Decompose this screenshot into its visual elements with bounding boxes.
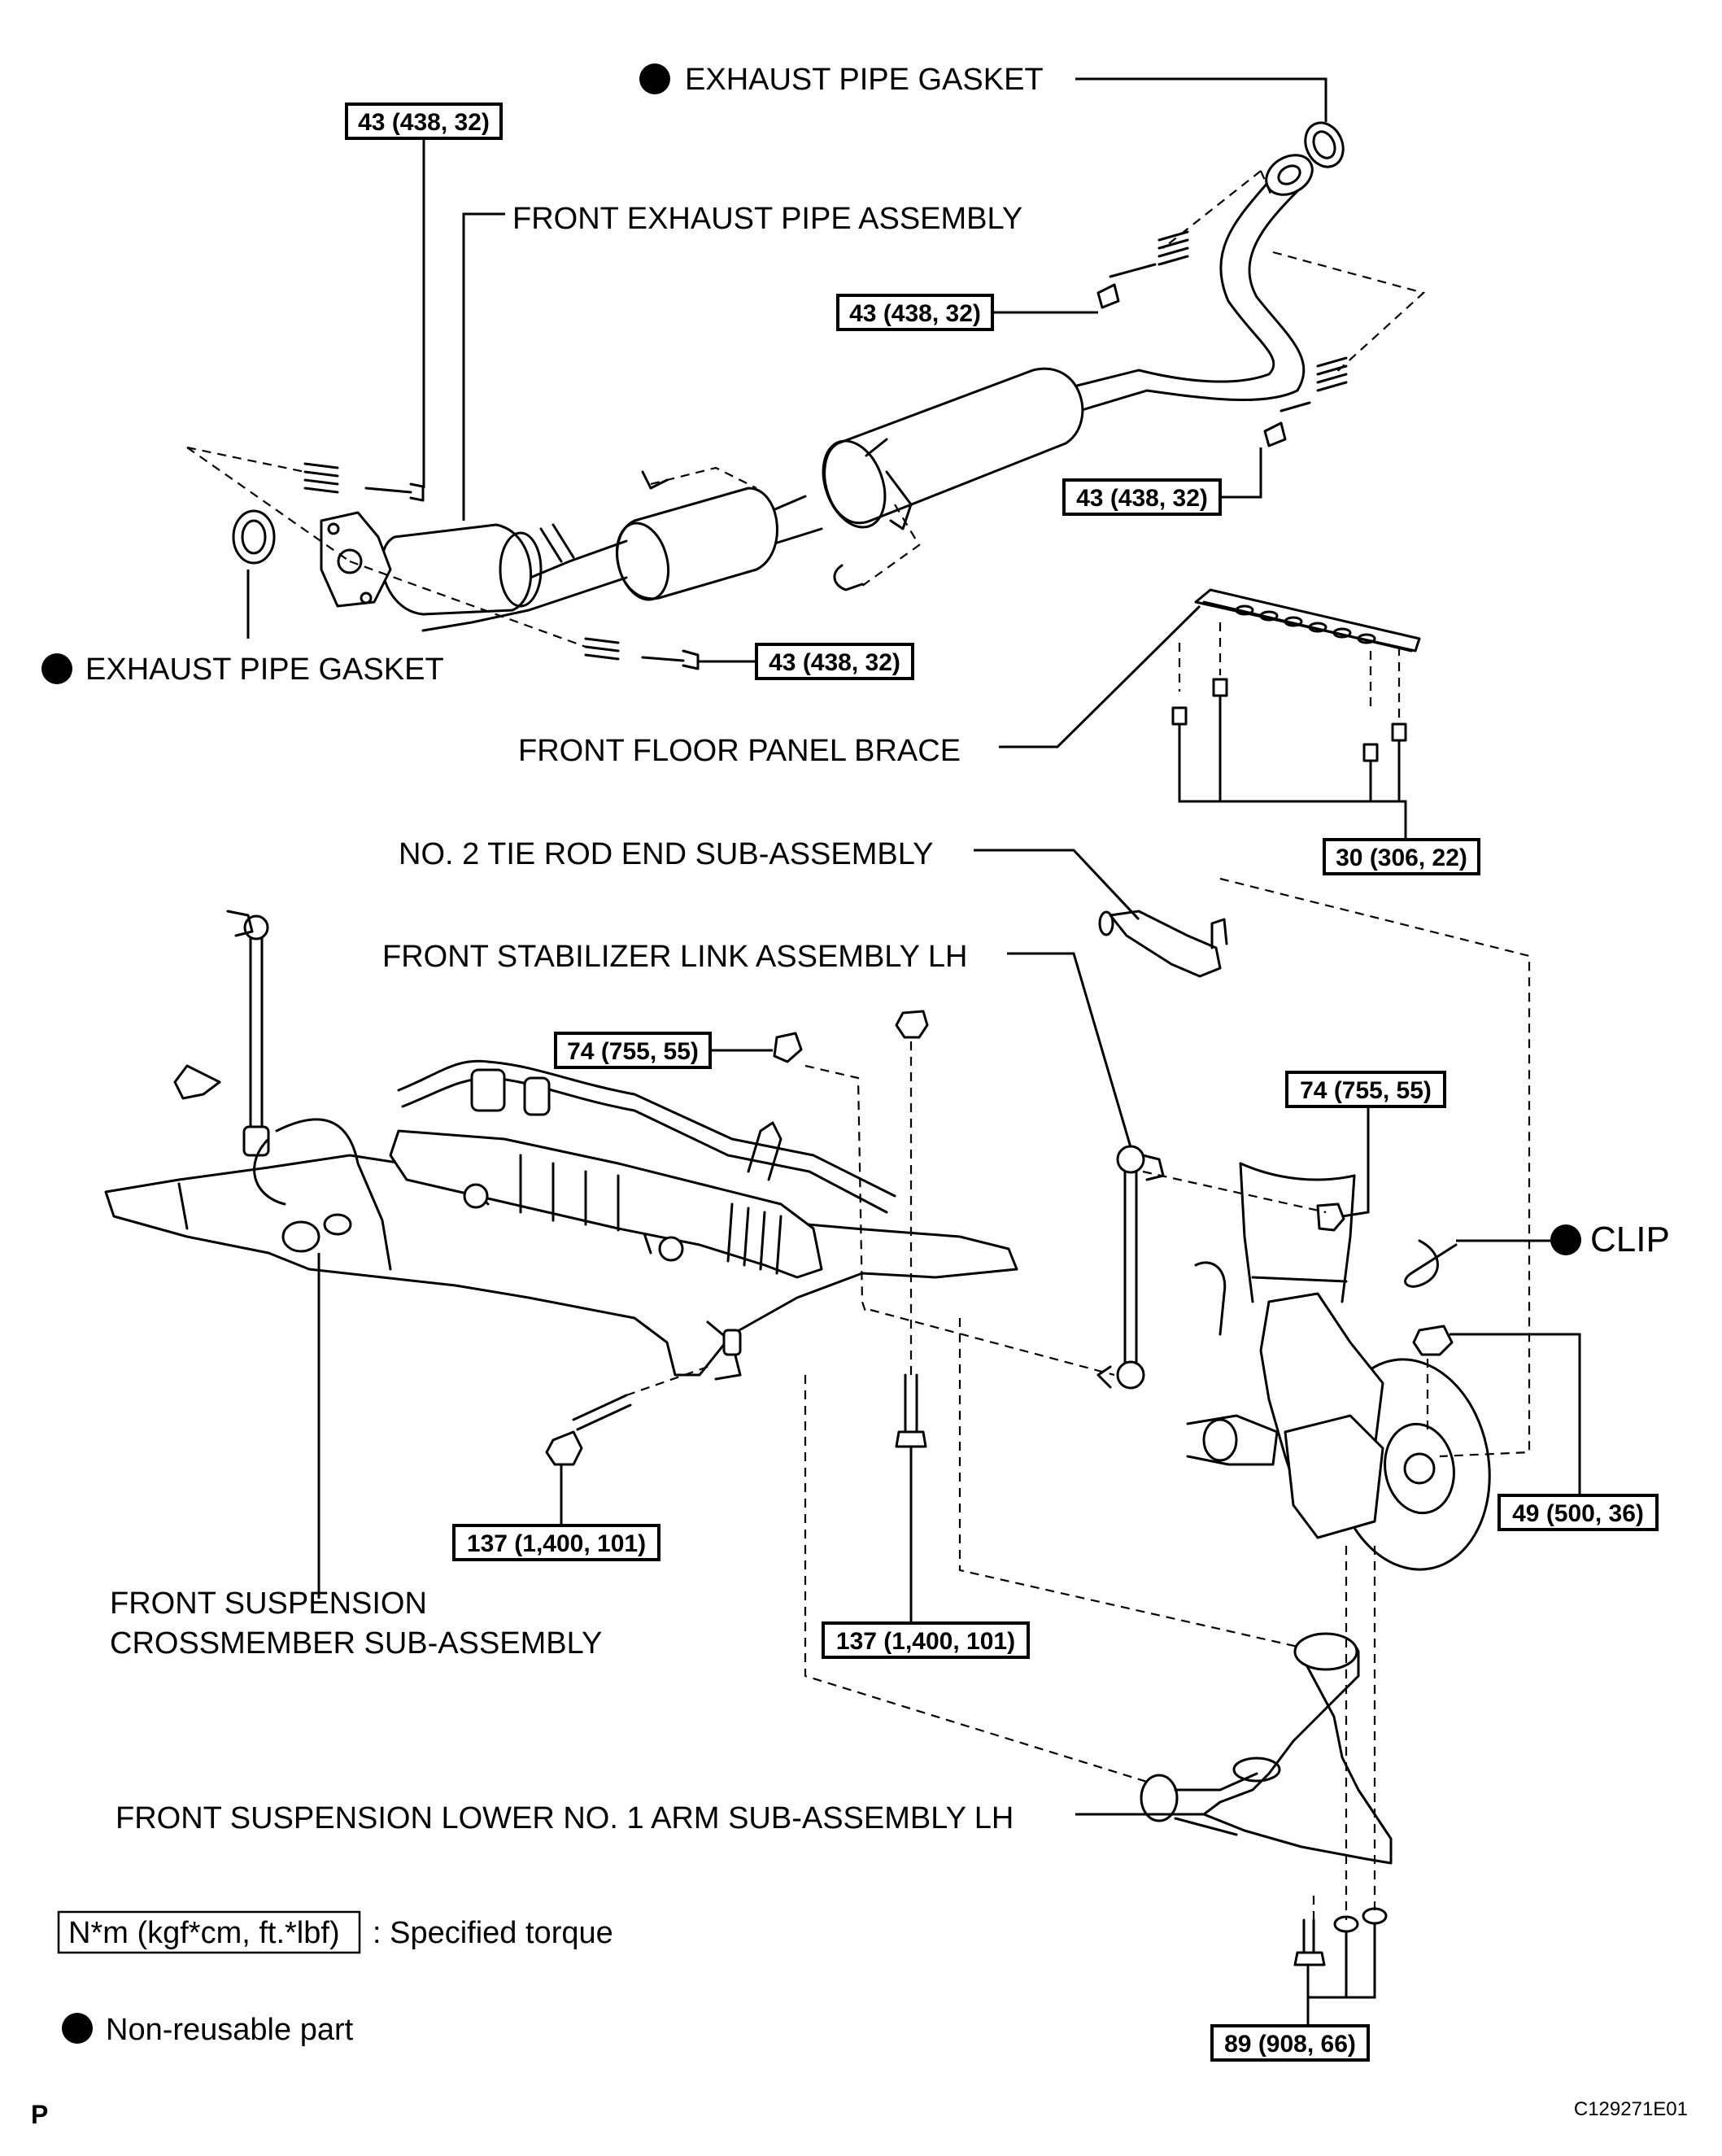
lower-arm-drawing	[1140, 1632, 1393, 1865]
torque-box-brace: 30 (306, 22)	[1323, 838, 1480, 875]
label-clip: CLIP	[1590, 1220, 1670, 1259]
torque-box-pipe-bottom: 43 (438, 32)	[755, 643, 914, 680]
torque-value: 89 (908, 66)	[1224, 2031, 1356, 2058]
torque-box-top-left: 43 (438, 32)	[345, 103, 503, 140]
torque-value: 49 (500, 36)	[1512, 1500, 1644, 1527]
callout-exhaust-gasket-top: EXHAUST PIPE GASKET	[639, 63, 1044, 97]
figure-code: C129271E01	[1574, 2098, 1688, 2120]
torque-value: 43 (438, 32)	[769, 649, 900, 676]
torque-box-knuckle: 49 (500, 36)	[1497, 1494, 1659, 1531]
torque-value: 43 (438, 32)	[1076, 485, 1208, 512]
stabilizer-link-left-drawing	[173, 910, 270, 1157]
label-stabilizer-link: FRONT STABILIZER LINK ASSEMBLY LH	[382, 940, 967, 974]
stabilizer-link-lh-drawing	[1096, 1145, 1165, 1390]
exhaust-alignment-lines	[186, 170, 1426, 648]
legend-nonreusable: Non-reusable part	[62, 2013, 354, 2047]
label-lower-arm: FRONT SUSPENSION LOWER NO. 1 ARM SUB-ASS…	[116, 1801, 1014, 1835]
legend-torque-text: : Specified torque	[373, 1916, 613, 1950]
torque-box-pipe-top: 43 (438, 32)	[836, 294, 994, 331]
castle-nut-drawing	[1412, 1325, 1454, 1356]
label-tie-rod-end: NO. 2 TIE ROD END SUB-ASSEMBLY	[399, 837, 933, 871]
crossmember-drawing	[104, 1059, 1018, 1381]
torque-value: 137 (1,400, 101)	[836, 1628, 1015, 1655]
knuckle-hub-drawing	[1186, 1162, 1491, 1571]
floor-panel-brace-drawing	[1171, 588, 1421, 783]
label-front-exhaust-pipe: FRONT EXHAUST PIPE ASSEMBLY	[512, 202, 1022, 236]
page-marker: P	[31, 2100, 48, 2129]
suspension-fasteners	[545, 1010, 1388, 1966]
clip-drawing	[1404, 1239, 1458, 1288]
legend-nonreusable-text: Non-reusable part	[106, 2013, 354, 2047]
exhaust-gasket-left-drawing	[232, 509, 276, 565]
torque-box-cross-mid: 137 (1,400, 101)	[822, 1621, 1030, 1659]
torque-value: 43 (438, 32)	[358, 109, 490, 136]
exhaust-springs-and-bolts	[303, 230, 1348, 670]
leader-lines	[246, 77, 1581, 2026]
legend-torque-units: N*m (kgf*cm, ft.*lbf)	[68, 1916, 340, 1950]
label-exhaust-gasket-left: EXHAUST PIPE GASKET	[85, 652, 444, 687]
label-crossmember-line2: CROSSMEMBER SUB-ASSEMBLY	[110, 1626, 602, 1661]
label-crossmember-line1: FRONT SUSPENSION	[110, 1586, 427, 1621]
legend-specified-torque: N*m (kgf*cm, ft.*lbf) : Specified torque	[57, 1910, 613, 1954]
torque-value: 74 (755, 55)	[1300, 1077, 1432, 1104]
torque-value: 74 (755, 55)	[567, 1038, 699, 1065]
steering-rack-drawing	[389, 1121, 823, 1279]
torque-box-stab-right: 74 (755, 55)	[1285, 1071, 1446, 1108]
suspension-alignment-lines	[626, 877, 1531, 1920]
torque-box-stab-top: 74 (755, 55)	[554, 1032, 712, 1069]
exhaust-gasket-top-drawing	[1304, 121, 1345, 168]
callout-clip: CLIP	[1550, 1220, 1670, 1259]
label-exhaust-gasket-top: EXHAUST PIPE GASKET	[685, 63, 1044, 97]
tie-rod-end-drawing	[1098, 910, 1228, 978]
front-exhaust-pipe-drawing	[320, 154, 1314, 632]
torque-box-cross-left: 137 (1,400, 101)	[452, 1524, 660, 1561]
label-floor-panel-brace: FRONT FLOOR PANEL BRACE	[518, 734, 961, 768]
torque-value: 137 (1,400, 101)	[467, 1530, 646, 1557]
torque-value: 43 (438, 32)	[849, 300, 981, 327]
callout-exhaust-gasket-left: EXHAUST PIPE GASKET	[41, 652, 444, 687]
torque-box-arm: 89 (908, 66)	[1210, 2024, 1370, 2062]
torque-box-pipe-right: 43 (438, 32)	[1062, 478, 1222, 516]
torque-value: 30 (306, 22)	[1336, 845, 1467, 871]
